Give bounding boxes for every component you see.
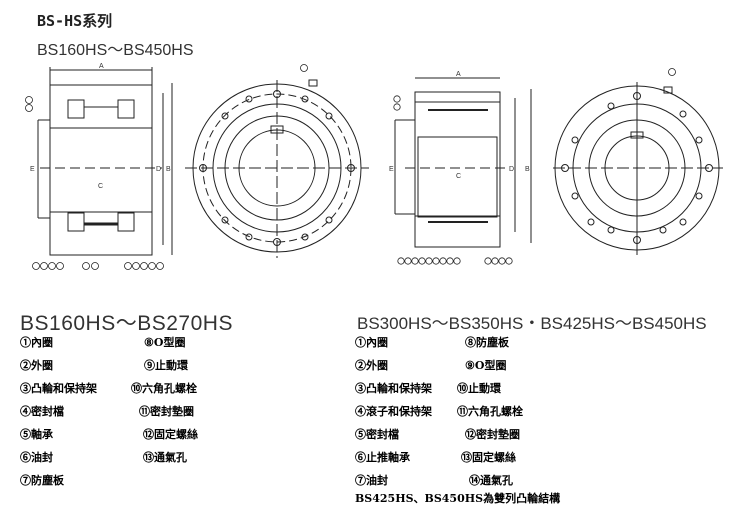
page-subtitle: BS160HS～BS450HS: [37, 42, 194, 59]
list-item: ⑩止動環: [457, 382, 501, 395]
dim-c-label-2: C: [456, 173, 461, 180]
list-item: ⑤密封檔: [355, 428, 399, 441]
left-series-heading: BS160HS～BS270HS: [20, 312, 233, 335]
list-item: ⑤軸承: [20, 428, 53, 441]
end-view-large: [553, 68, 723, 255]
list-item: ②外圈: [355, 359, 388, 372]
right-series-heading: BS300HS～BS350HS・BS425HS～BS450HS: [357, 314, 707, 333]
dim-a-label: A: [99, 63, 104, 70]
dim-b-label: B: [166, 166, 171, 173]
list-item: ①內圈: [355, 336, 388, 349]
list-item: ①內圈: [20, 336, 53, 349]
list-item: ⑭通氣孔: [469, 474, 513, 487]
list-item: ⑥止推軸承: [355, 451, 410, 464]
list-item: ⑩六角孔螺栓: [131, 382, 197, 395]
list-item: ③凸輪和保持架: [355, 382, 432, 395]
list-item: ⑦防塵板: [20, 474, 64, 487]
list-item: ⑧O型圈: [144, 336, 186, 349]
list-item: ⑥油封: [20, 451, 53, 464]
dim-c-label: C: [98, 183, 103, 190]
list-item: ③凸輪和保持架: [20, 382, 97, 395]
list-item: ⑨止動環: [144, 359, 188, 372]
list-item: ⑬通氣孔: [143, 451, 187, 464]
page-title: BS-HS系列: [37, 12, 113, 30]
technical-drawings: A E C D B A: [25, 63, 723, 270]
list-item: ⑪六角孔螺栓: [457, 405, 523, 418]
dim-e-label-2: E: [389, 166, 394, 173]
dim-d-label-2: D: [509, 166, 514, 173]
list-item: ⑫密封墊圈: [465, 428, 520, 441]
list-item: ②外圈: [20, 359, 53, 372]
dim-b-label-2: B: [525, 166, 530, 173]
section-view-small: A E C D B: [25, 63, 173, 270]
section-view-large: A E C D B: [389, 71, 532, 265]
list-item: ⑨O型圈: [465, 359, 507, 372]
double-cam-note: BS425HS、BS450HS為雙列凸輪結構: [355, 492, 561, 505]
list-item: ⑫固定螺絲: [143, 428, 198, 441]
list-item: ⑬固定螺絲: [461, 451, 516, 464]
list-item: ⑪密封墊圈: [139, 405, 194, 418]
dim-e-label: E: [30, 166, 35, 173]
end-view-small: [185, 64, 369, 258]
list-item: ④密封檔: [20, 405, 64, 418]
dim-a-label-2: A: [456, 71, 461, 78]
dim-d-label: D: [156, 166, 161, 173]
list-item: ⑧防塵板: [465, 336, 509, 349]
list-item: ④滾子和保持架: [355, 405, 432, 418]
list-item: ⑦油封: [355, 474, 388, 487]
